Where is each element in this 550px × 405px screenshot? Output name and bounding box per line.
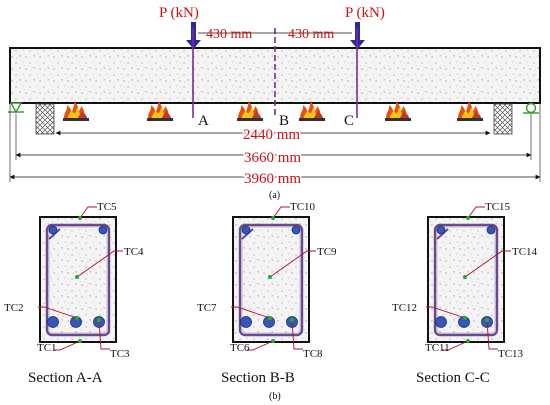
section-marker-a: A [198, 113, 209, 129]
rebar [47, 316, 59, 328]
furnace-wall-left [35, 103, 55, 135]
leader-line [76, 250, 123, 278]
thermocouple-label: TC10 [290, 201, 316, 213]
leader-line [291, 319, 303, 350]
thermocouple-point [97, 318, 101, 322]
thermocouple-label: TC3 [110, 348, 130, 360]
spacing-label-left: 430 mm [206, 27, 252, 42]
leader-line [272, 206, 290, 219]
thermocouple-point [271, 339, 275, 343]
burners [63, 101, 483, 121]
rebar [98, 225, 108, 235]
thermocouple-label: TC1 [37, 342, 57, 354]
fire-icon [63, 101, 89, 121]
elevation-view: P (kN) P (kN) 430 mm 430 mm A B C [8, 5, 541, 201]
leader-line [467, 206, 485, 219]
thermocouple-point [463, 275, 467, 279]
thermocouple-point [290, 318, 294, 322]
leader-line [54, 340, 81, 351]
thermocouple-point [463, 316, 467, 320]
dim-label-2440: 2440 mm [243, 127, 300, 143]
leader-line [442, 340, 469, 351]
rebar [486, 225, 496, 235]
leader-line [247, 340, 274, 351]
rebar [435, 316, 447, 328]
stirrup [45, 223, 111, 337]
fire-icon [457, 101, 483, 121]
leader-line [98, 319, 110, 350]
caption-b: (b) [269, 391, 281, 402]
dim-label-3660: 3660 mm [244, 150, 301, 166]
thermocouple-label: TC12 [392, 302, 417, 314]
section-title: Section C-C [416, 370, 490, 386]
leader-line [38, 306, 78, 319]
thermocouple-point [466, 216, 470, 220]
section-title: Section A-A [28, 370, 103, 386]
caption-a: (a) [269, 190, 280, 201]
thermocouple-label: TC2 [4, 302, 24, 314]
fire-icon [237, 101, 263, 121]
thermocouple-point [78, 339, 82, 343]
rebar [436, 225, 446, 235]
leader-line [426, 306, 466, 319]
rebar [48, 225, 58, 235]
furnace-wall-right [493, 103, 513, 135]
section-marker-b: B [279, 113, 289, 129]
thermocouple-point [271, 216, 275, 220]
dim-label-3960: 3960 mm [244, 171, 301, 187]
leader-line [464, 250, 511, 278]
rebar [291, 225, 301, 235]
pin-support-left [8, 102, 24, 114]
thermocouple-point [75, 316, 79, 320]
spacing-label-right: 430 mm [288, 27, 334, 42]
stirrup [238, 223, 304, 337]
fire-icon [385, 101, 411, 121]
thermocouple-label: TC8 [303, 348, 323, 360]
thermocouple-point [268, 275, 272, 279]
thermocouple-label: TC5 [97, 201, 117, 213]
fire-icon [299, 101, 325, 121]
section-marker-c: C [344, 113, 354, 129]
thermocouple-label: TC11 [425, 342, 450, 354]
leader-line [269, 250, 316, 278]
roller-support-right [523, 102, 539, 114]
thermocouple-point [78, 216, 82, 220]
leader-line [231, 306, 271, 319]
load-label-left: P (kN) [159, 5, 199, 21]
leader-line [486, 319, 498, 350]
leader-line [79, 206, 97, 219]
stirrup [433, 223, 499, 337]
rebar [241, 225, 251, 235]
thermocouple-label: TC7 [197, 302, 217, 314]
thermocouple-point [75, 275, 79, 279]
thermocouple-point [485, 318, 489, 322]
thermocouple-label: TC6 [230, 342, 250, 354]
thermocouple-label: TC13 [498, 348, 524, 360]
rebar [240, 316, 252, 328]
thermocouple-point [466, 339, 470, 343]
section-title: Section B-B [221, 370, 295, 386]
thermocouple-label: TC15 [485, 201, 511, 213]
thermocouple-label: TC4 [124, 246, 144, 258]
thermocouple-point [268, 316, 272, 320]
thermocouple-label: TC9 [317, 246, 337, 258]
fire-icon [147, 101, 173, 121]
load-label-right: P (kN) [345, 5, 385, 21]
thermocouple-label: TC14 [512, 246, 538, 258]
